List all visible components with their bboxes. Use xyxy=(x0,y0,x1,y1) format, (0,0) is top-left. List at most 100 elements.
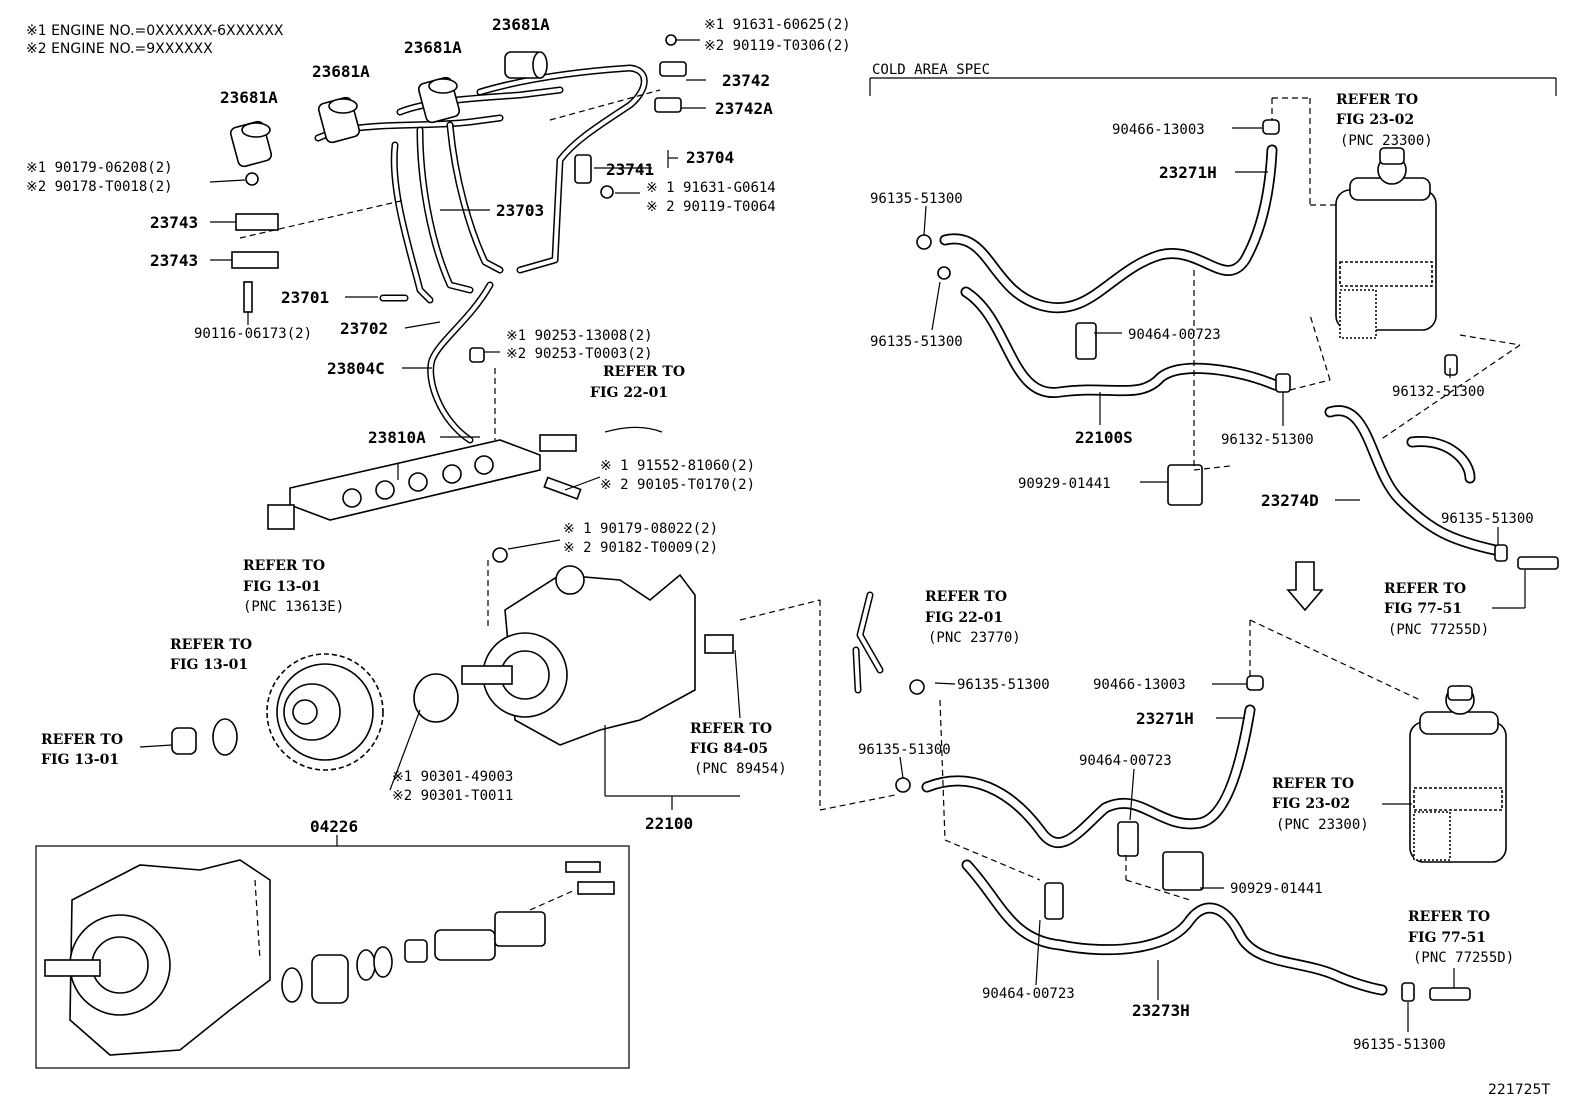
label-22100s: 22100S xyxy=(1075,428,1133,447)
pump-assembly xyxy=(44,859,615,1056)
label-23743-2: 23743 xyxy=(150,251,198,270)
stud-bolt xyxy=(243,281,253,313)
part-number: 96135-51300 xyxy=(870,334,963,350)
label-23701: 23701 xyxy=(281,288,329,307)
label-23804c: 23804C xyxy=(327,359,385,378)
part-number: ※1 90179-06208(2) xyxy=(26,160,173,176)
hoses-upper xyxy=(939,144,1501,556)
svg-text:REFER TO: REFER TO xyxy=(690,721,772,737)
svg-text:REFER TO: REFER TO xyxy=(1384,581,1466,597)
part-number: ※ 1 91552-81060(2) xyxy=(600,458,755,474)
svg-text:FIG 13-01: FIG 13-01 xyxy=(41,752,119,768)
svg-text:(PNC 77255D): (PNC 77255D) xyxy=(1388,622,1489,638)
part-number: ※ 2 90119-T0064 xyxy=(646,199,776,215)
part-number: ※2 90178-T0018(2) xyxy=(26,179,173,195)
engine-note-2: ※2 ENGINE NO.=9XXXXXX xyxy=(26,41,213,57)
part-numbers: ※1 91631-60625(2) ※2 90119-T0306(2) ※1 9… xyxy=(26,17,1534,1053)
leader-lines-left xyxy=(139,39,896,961)
cold-area-label: COLD AREA SPEC xyxy=(872,62,990,78)
leader-lines-right xyxy=(899,97,1526,1032)
figure-id: 221725T xyxy=(1488,1082,1550,1098)
svg-text:(PNC 23770): (PNC 23770) xyxy=(928,630,1021,646)
clamp-23743-lower xyxy=(231,251,279,269)
refer-fig-23-02-lower: REFER TO FIG 23-02 (PNC 23300) xyxy=(1272,776,1369,833)
svg-text:REFER TO: REFER TO xyxy=(1336,92,1418,108)
part-number: 96135-51300 xyxy=(1441,511,1534,527)
label-22100: 22100 xyxy=(645,814,693,833)
svg-text:FIG 13-01: FIG 13-01 xyxy=(170,657,248,673)
svg-text:(PNC 89454): (PNC 89454) xyxy=(694,761,787,777)
svg-text:(PNC 23300): (PNC 23300) xyxy=(1340,133,1433,149)
part-number: 90464-00723 xyxy=(982,986,1075,1002)
o-ring-90301 xyxy=(413,673,459,723)
refer-fig-13-01-oring: REFER TO FIG 13-01 xyxy=(170,637,252,673)
part-number: ※ 1 91631-G0614 xyxy=(646,180,776,196)
pump-assembly-box xyxy=(35,845,630,1069)
part-number: ※1 90253-13008(2) xyxy=(506,328,653,344)
svg-text:FIG 23-02: FIG 23-02 xyxy=(1336,112,1414,128)
part-number: ※1 91631-60625(2) xyxy=(704,17,851,33)
svg-text:REFER TO: REFER TO xyxy=(243,558,325,574)
refer-fig-84-05: REFER TO FIG 84-05 (PNC 89454) xyxy=(690,721,787,777)
label-23274d: 23274D xyxy=(1261,491,1319,510)
svg-text:REFER TO: REFER TO xyxy=(1272,776,1354,792)
svg-text:FIG 23-02: FIG 23-02 xyxy=(1272,796,1350,812)
label-23743-1: 23743 xyxy=(150,213,198,232)
refer-fig-13-01-gear: REFER TO FIG 13-01 (PNC 13613E) xyxy=(243,558,344,615)
svg-text:FIG 22-01: FIG 22-01 xyxy=(590,385,668,401)
right-small-parts xyxy=(852,119,1559,1002)
clamp-23742a xyxy=(654,97,682,113)
part-number: 90464-00723 xyxy=(1128,327,1221,343)
part-number: 96132-51300 xyxy=(1392,384,1485,400)
part-number: ※ 2 90105-T0170(2) xyxy=(600,477,755,493)
svg-text:FIG 84-05: FIG 84-05 xyxy=(690,741,768,757)
label-23702: 23702 xyxy=(340,319,388,338)
part-number: ※ 2 90182-T0009(2) xyxy=(563,540,718,556)
refer-callouts: REFER TO FIG 22-01 REFER TO FIG 13-01 (P… xyxy=(41,92,1514,966)
svg-text:REFER TO: REFER TO xyxy=(603,364,685,380)
label-23704: 23704 xyxy=(686,148,734,167)
nozzle-holder-2 xyxy=(317,96,361,144)
part-number: 90466-13003 xyxy=(1112,122,1205,138)
part-number: 90929-01441 xyxy=(1018,476,1111,492)
injection-pipes xyxy=(314,64,648,444)
part-number: ※2 90301-T0011 xyxy=(392,788,513,804)
refer-fig-22-01-upper: REFER TO FIG 22-01 xyxy=(590,364,685,401)
label-23681a-3: 23681A xyxy=(404,38,462,57)
nozzle-holder-4 xyxy=(504,51,548,79)
cold-area-bracket xyxy=(869,77,1557,96)
bolt-icon xyxy=(665,34,677,46)
part-number: 90116-06173(2) xyxy=(194,326,312,342)
svg-text:REFER TO: REFER TO xyxy=(170,637,252,653)
supply-pump xyxy=(461,547,734,746)
down-arrow-icon xyxy=(1286,561,1324,612)
svg-text:(PNC 23300): (PNC 23300) xyxy=(1276,817,1369,833)
label-23742: 23742 xyxy=(722,71,770,90)
hoses-lower xyxy=(921,704,1388,996)
svg-text:FIG 77-51: FIG 77-51 xyxy=(1408,930,1486,946)
part-number: 90464-00723 xyxy=(1079,753,1172,769)
clamp-23742 xyxy=(659,61,687,77)
svg-text:FIG 22-01: FIG 22-01 xyxy=(925,610,1003,626)
refer-fig-77-51-upper: REFER TO FIG 77-51 (PNC 77255D) xyxy=(1384,581,1489,638)
label-23741: 23741 xyxy=(606,160,654,179)
fuel-filter-upper xyxy=(1335,147,1437,339)
engine-note-1: ※1 ENGINE NO.=0XXXXXX-6XXXXXX xyxy=(26,23,284,39)
label-04226: 04226 xyxy=(310,817,358,836)
svg-text:REFER TO: REFER TO xyxy=(1408,909,1490,925)
part-number: 96132-51300 xyxy=(1221,432,1314,448)
refer-fig-13-01-bushing: REFER TO FIG 13-01 xyxy=(41,732,123,768)
label-23810a: 23810A xyxy=(368,428,426,447)
part-number: 96135-51300 xyxy=(1353,1037,1446,1053)
fuel-filter-lower xyxy=(1409,685,1507,863)
part-number: 90466-13003 xyxy=(1093,677,1186,693)
label-23271h-1: 23271H xyxy=(1159,163,1217,182)
svg-text:(PNC 13613E): (PNC 13613E) xyxy=(243,599,344,615)
drive-gear xyxy=(266,653,384,771)
clamp-23741 xyxy=(574,154,592,184)
refer-fig-22-01-lower: REFER TO FIG 22-01 (PNC 23770) xyxy=(925,589,1021,646)
svg-text:(PNC 77255D): (PNC 77255D) xyxy=(1413,950,1514,966)
label-23703: 23703 xyxy=(496,201,544,220)
label-23681a-2: 23681A xyxy=(312,62,370,81)
part-number: 90929-01441 xyxy=(1230,881,1323,897)
